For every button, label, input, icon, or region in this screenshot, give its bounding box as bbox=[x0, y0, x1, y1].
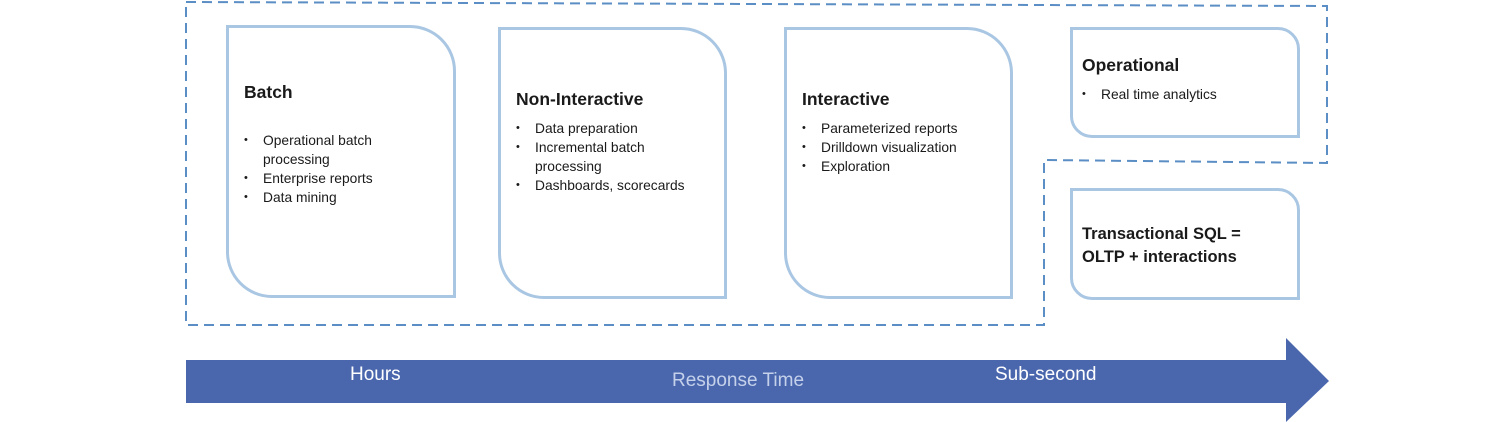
list-item: Parameterized reports bbox=[802, 119, 998, 138]
list-item: Operational batch processing bbox=[244, 131, 441, 169]
card-operational-title: Operational bbox=[1082, 55, 1180, 75]
card-non-interactive-title: Non-Interactive bbox=[516, 89, 644, 109]
list-item: Data mining bbox=[244, 188, 441, 207]
card-non-interactive-list: Data preparation Incremental batch proce… bbox=[516, 119, 712, 195]
list-item: Drilldown visualization bbox=[802, 138, 998, 157]
analytics-group-outline bbox=[185, 0, 1328, 326]
list-item: Exploration bbox=[802, 157, 998, 176]
card-transactional: Transactional SQL = OLTP + interactions bbox=[1070, 188, 1300, 300]
card-batch-list: Operational batch processing Enterprise … bbox=[244, 131, 441, 207]
response-time-arrow bbox=[186, 338, 1329, 422]
axis-label-response-time: Response Time bbox=[672, 370, 805, 391]
card-batch: Batch Operational batch processing Enter… bbox=[226, 25, 456, 298]
list-item: Real time analytics bbox=[1082, 85, 1287, 104]
card-batch-title: Batch bbox=[244, 82, 293, 102]
list-item: Data preparation bbox=[516, 119, 712, 138]
list-item: Dashboards, scorecards bbox=[516, 176, 712, 195]
card-operational: Operational Real time analytics bbox=[1070, 27, 1300, 138]
card-non-interactive: Non-Interactive Data preparation Increme… bbox=[498, 27, 727, 299]
list-item: Incremental batch processing bbox=[516, 138, 712, 176]
card-operational-list: Real time analytics bbox=[1082, 85, 1287, 104]
list-item: Enterprise reports bbox=[244, 169, 441, 188]
card-interactive-list: Parameterized reports Drilldown visualiz… bbox=[802, 119, 998, 176]
axis-label-sub-second: Sub-second bbox=[995, 364, 1097, 385]
card-interactive-title: Interactive bbox=[802, 89, 890, 109]
card-transactional-title: Transactional SQL = OLTP + interactions bbox=[1082, 225, 1241, 266]
card-interactive: Interactive Parameterized reports Drilld… bbox=[784, 27, 1013, 299]
axis-label-hours: Hours bbox=[350, 364, 401, 385]
